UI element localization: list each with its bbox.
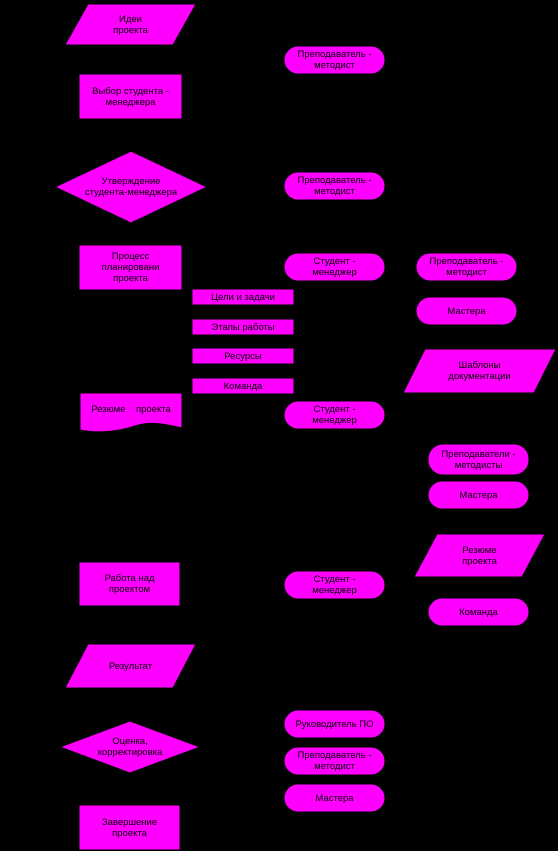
masters-3-shape: [283, 783, 386, 813]
head-po-shape: [283, 709, 386, 739]
student-manager-2-label: Студент - менеджер: [312, 404, 357, 426]
evaluation-shape: [58, 720, 202, 774]
work-label: Работа над проектом: [104, 573, 155, 595]
student-manager-3-label: Студент - менеджер: [312, 574, 357, 596]
team-label: Команда: [223, 380, 263, 392]
planning-label: Процесс планировани проекта: [101, 251, 160, 284]
team-2-label: Команда: [459, 606, 498, 618]
masters-1-shape: [415, 296, 518, 326]
resources-bar: [191, 347, 295, 365]
approve-manager-label: Утверждение студента-менеджера: [84, 176, 178, 198]
methodist-2-label: Преподаватель - методист: [297, 175, 372, 197]
masters-2-shape: [427, 480, 530, 510]
select-manager-label: Выбор студента - менеджера: [92, 85, 169, 108]
methodist-3-label: Преподаватель - методист: [429, 256, 504, 278]
resume-label: Резюме проекта: [91, 403, 171, 415]
idea-label: Идеи проекта: [113, 13, 148, 36]
resume-2-label: Резюме проекта: [462, 544, 497, 567]
stages-bar: [191, 318, 295, 336]
completion-label: Завершение проекта: [101, 816, 158, 839]
goals-label: Цели и задачи: [211, 291, 275, 303]
result-shape: [64, 643, 197, 689]
student-manager-2-shape: [283, 400, 386, 430]
goals-bar: [191, 288, 295, 306]
team-bar: [191, 377, 295, 395]
team-2-shape: [427, 597, 530, 627]
student-manager-1-label: Студент - менеджер: [312, 256, 357, 278]
methodists-label: Преподаватели - методисты: [441, 448, 516, 471]
approve-manager-shape: [53, 150, 209, 224]
stages-label: Этапы работы: [211, 321, 275, 333]
idea-shape: [64, 3, 197, 46]
planning-shape: [78, 244, 183, 291]
select-manager-shape: [78, 73, 183, 120]
result-label: Результат: [108, 660, 153, 672]
methodist-4-label: Преподаватель - методист: [297, 750, 372, 772]
resume-2-shape: [413, 533, 546, 578]
masters-1-label: Мастера: [447, 305, 486, 317]
resources-label: Ресурсы: [224, 350, 262, 362]
methodists-shape: [427, 443, 530, 476]
methodist-2-shape: [283, 171, 386, 201]
evaluation-label: Оценка, корректировка: [97, 736, 163, 758]
methodist-1-shape: [283, 45, 386, 75]
student-manager-1-shape: [283, 252, 386, 282]
masters-3-label: Мастера: [315, 792, 354, 804]
methodist-3-shape: [415, 252, 518, 282]
head-po-label: Руководитель ПО: [295, 718, 374, 730]
work-shape: [78, 561, 181, 607]
methodist-4-shape: [283, 746, 386, 776]
student-manager-3-shape: [283, 570, 386, 600]
resume-document-shape: [79, 392, 183, 433]
masters-2-label: Мастера: [459, 489, 498, 501]
methodist-1-label: Преподаватель - методист: [297, 49, 372, 71]
completion-shape: [78, 804, 181, 851]
templates-label: Шаблоны документации: [448, 360, 511, 382]
templates-shape: [402, 348, 557, 394]
